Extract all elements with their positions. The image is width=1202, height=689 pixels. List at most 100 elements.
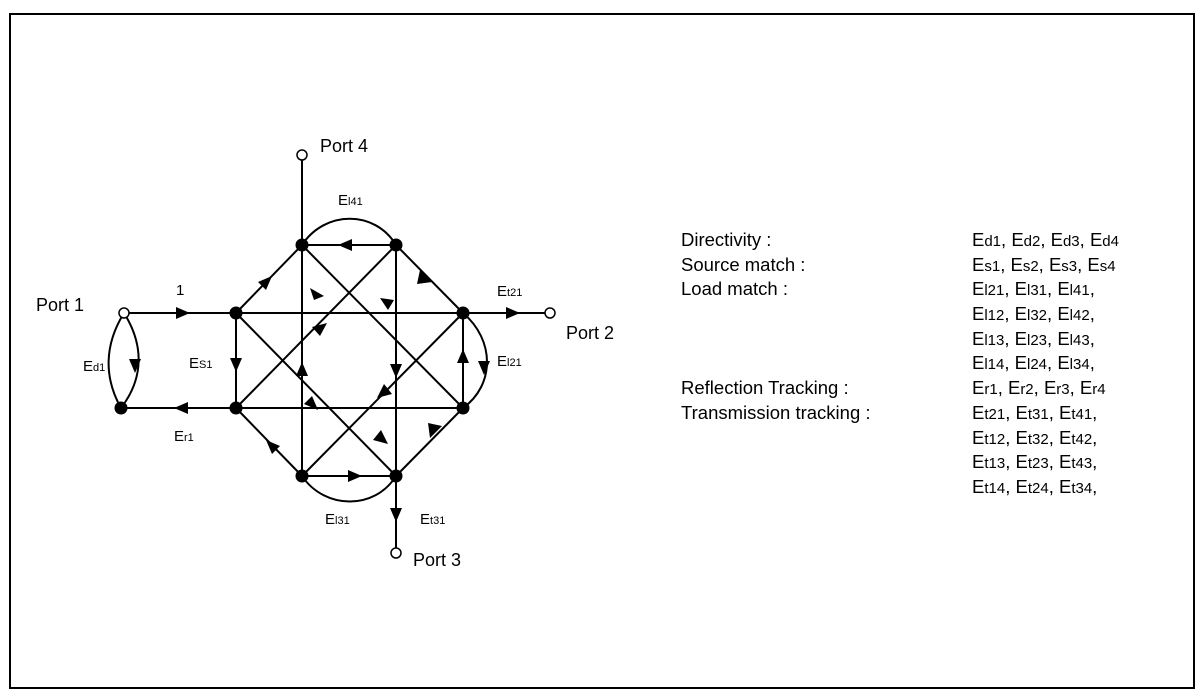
- error-term: E: [972, 377, 985, 399]
- term-separator: ,: [1048, 426, 1059, 448]
- error-term-subscript: r2: [1020, 381, 1034, 399]
- node: [389, 469, 403, 483]
- legend-row: Et14, Et24, Et34,: [681, 475, 1191, 500]
- error-term-subscript: s2: [1022, 257, 1039, 275]
- term-separator: ,: [1004, 278, 1015, 300]
- branch-label-1: 1: [176, 282, 184, 299]
- error-term: E: [1048, 253, 1062, 275]
- error-term-subscript: d1: [984, 233, 1002, 250]
- error-term: E: [1057, 327, 1070, 349]
- term-separator: ,: [1005, 451, 1016, 473]
- error-term: E: [1014, 278, 1027, 300]
- error-term: E: [972, 327, 985, 349]
- error-term-subscript: l41: [1069, 282, 1090, 300]
- term-separator: ,: [1079, 229, 1090, 250]
- port-terminal: [390, 547, 402, 559]
- error-term-subscript: d2: [1023, 233, 1041, 250]
- error-term-subscript: t21: [984, 405, 1006, 423]
- node: [114, 401, 128, 415]
- error-term: E: [972, 475, 985, 497]
- node: [295, 238, 309, 252]
- branch-label-er1: Er1: [174, 428, 194, 445]
- error-term-subscript: l42: [1069, 307, 1090, 325]
- legend-terms: Et12, Et32, Et42,: [972, 426, 1097, 453]
- error-term: E: [972, 229, 985, 250]
- error-term-subscript: t24: [1027, 479, 1049, 497]
- error-term-subscript: l34: [1069, 356, 1090, 374]
- error-term-subscript: l14: [984, 356, 1005, 374]
- error-term-subscript: l24: [1027, 356, 1048, 374]
- error-term-subscript: l32: [1027, 307, 1048, 325]
- term-separator: ,: [1047, 352, 1058, 374]
- port-terminal: [296, 149, 308, 161]
- term-separator: ,: [1005, 475, 1016, 497]
- legend-row: Directivity :Ed1, Ed2, Ed3, Ed4: [681, 228, 1191, 253]
- branch-label-el21: El21: [497, 353, 522, 370]
- error-term-subscript: t32: [1027, 430, 1049, 448]
- error-term: E: [972, 253, 985, 275]
- error-term-subscript: l13: [984, 331, 1005, 349]
- legend-row: Transmission tracking :Et21, Et31, Et41,: [681, 401, 1191, 426]
- error-term: E: [972, 451, 985, 473]
- legend-terms: El21, El31, El41,: [972, 277, 1095, 304]
- error-term: E: [1007, 377, 1021, 399]
- legend-row: El13, El23, El43,: [681, 327, 1191, 352]
- legend-category: Reflection Tracking :: [681, 377, 849, 399]
- error-term: E: [972, 303, 985, 325]
- term-separator: ,: [1048, 401, 1059, 423]
- branch-label-el41: El41: [338, 192, 363, 209]
- error-term: E: [1087, 253, 1100, 275]
- term-separator: ,: [1005, 426, 1016, 448]
- term-separator: ,: [1033, 377, 1044, 399]
- error-term: E: [1057, 352, 1070, 374]
- error-term: E: [1015, 475, 1028, 497]
- legend-terms: Et14, Et24, Et34,: [972, 475, 1097, 502]
- error-term: E: [1058, 475, 1072, 497]
- error-term-subscript: d3: [1062, 233, 1080, 250]
- legend-row: Source match :Es1, Es2, Es3, Es4: [681, 253, 1191, 278]
- term-separator: ,: [1069, 377, 1080, 399]
- error-term: E: [1014, 303, 1027, 325]
- node: [229, 401, 243, 415]
- term-separator: ,: [1092, 475, 1098, 497]
- port3-label: Port 3: [413, 550, 461, 570]
- error-term-subscript: t42: [1071, 430, 1093, 448]
- error-term: E: [1010, 253, 1023, 275]
- term-separator: ,: [1005, 401, 1016, 423]
- legend-row: Et13, Et23, Et43,: [681, 450, 1191, 475]
- graph-nodes: [114, 149, 556, 559]
- error-term: E: [1079, 377, 1093, 399]
- error-term: E: [1089, 229, 1103, 250]
- legend-terms: Es1, Es2, Es3, Es4: [972, 253, 1116, 280]
- branch-label-et21: Et21: [497, 283, 522, 300]
- node: [456, 306, 470, 320]
- legend-category: Load match :: [681, 278, 788, 300]
- term-separator: ,: [1047, 303, 1058, 325]
- legend-terms: El13, El23, El43,: [972, 327, 1095, 354]
- term-separator: ,: [1038, 253, 1049, 275]
- term-separator: ,: [997, 377, 1008, 399]
- error-term: E: [1015, 401, 1028, 423]
- term-separator: ,: [1001, 229, 1012, 250]
- node: [295, 469, 309, 483]
- legend-terms: Et21, Et31, Et41,: [972, 401, 1097, 428]
- term-separator: ,: [1089, 303, 1095, 325]
- error-term-subscript: r1: [984, 381, 998, 399]
- legend-row: Load match : El21, El31, El41,: [681, 277, 1191, 302]
- node: [229, 306, 243, 320]
- term-separator: ,: [1092, 451, 1098, 473]
- legend-row: Et12, Et32, Et42,: [681, 426, 1191, 451]
- term-separator: ,: [1000, 253, 1011, 275]
- term-separator: ,: [1092, 426, 1098, 448]
- error-term-subscript: l12: [984, 307, 1005, 325]
- legend-category: Directivity :: [681, 229, 772, 250]
- error-term-subscript: t13: [984, 455, 1006, 473]
- term-separator: ,: [1047, 327, 1058, 349]
- error-term-subscript: r4: [1092, 381, 1106, 399]
- branch-label-et31: Et31: [420, 511, 445, 528]
- error-term: E: [1015, 426, 1028, 448]
- error-term: E: [1014, 352, 1027, 374]
- error-term: E: [972, 401, 985, 423]
- error-term: E: [1057, 278, 1070, 300]
